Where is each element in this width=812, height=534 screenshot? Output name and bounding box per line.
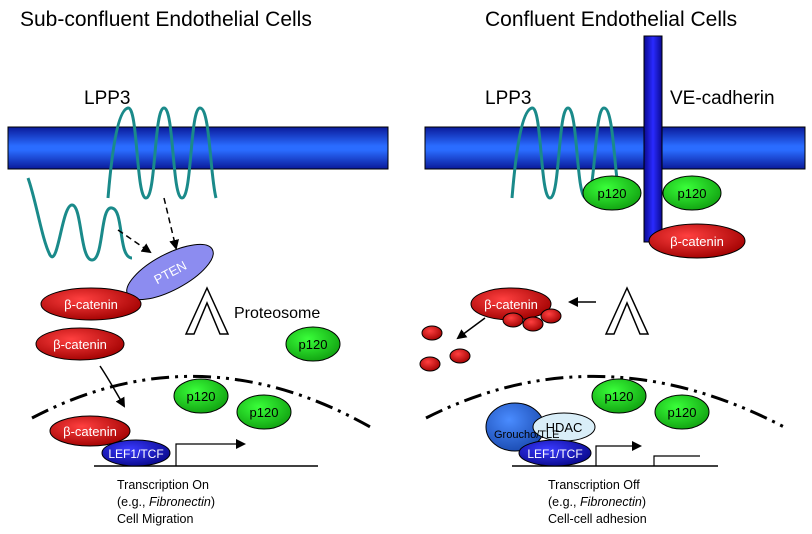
degradation-fragment — [449, 348, 471, 364]
left-beta-catenin-nuclear-label: β-catenin — [63, 424, 117, 439]
left-caption-line1: Transcription On — [117, 478, 209, 492]
left-beta-catenin-1 — [40, 287, 142, 321]
right-p120-nuclear-2 — [654, 394, 710, 430]
degradation-fragment — [421, 325, 443, 341]
left-beta-catenin-1-label: β-catenin — [64, 297, 118, 312]
right-p120-nuclear-1-label: p120 — [605, 389, 634, 404]
right-caption-line1: Transcription Off — [548, 478, 640, 492]
groucho-tle-label: Groucho/TLE — [494, 429, 559, 441]
right-caption-line3: Cell-cell adhesion — [548, 512, 647, 526]
left-beta-catenin-nuclear — [49, 415, 131, 447]
right-panel: Confluent Endothelial Cells LPP3 VE-cadh… — [419, 8, 806, 526]
right-lpp3-label: LPP3 — [485, 88, 531, 109]
right-p120-membrane-2-label: p120 — [678, 186, 707, 201]
right-caption-line2: (e.g., Fibronectin) — [548, 495, 646, 509]
right-p120-membrane-2 — [662, 175, 722, 211]
left-pten: PTEN — [126, 243, 214, 301]
left-nuclear-envelope — [31, 374, 373, 430]
right-lef1-tcf-label: LEF1/TCF — [527, 447, 582, 461]
left-caption-line3: Cell Migration — [117, 512, 193, 526]
right-promoter-arrow — [595, 441, 642, 466]
left-lef1-tcf — [101, 439, 171, 467]
left-proteosome-icon — [184, 286, 230, 335]
right-p120-membrane-1-label: p120 — [598, 186, 627, 201]
left-panel: Sub-confluent Endothelial Cells LPP3 PTE… — [7, 8, 389, 526]
right-p120-membrane-1 — [582, 175, 642, 211]
degradation-fragment — [419, 356, 441, 372]
left-plasma-membrane — [7, 126, 389, 170]
right-arrow-fragmentation — [456, 317, 486, 340]
left-p120-nuclear-2 — [236, 394, 292, 430]
left-beta-catenin-2-label: β-catenin — [53, 337, 107, 352]
left-p120-nuclear-1-label: p120 — [187, 389, 216, 404]
right-panel-title: Confluent Endothelial Cells — [485, 8, 737, 31]
right-beta-catenin-membrane-label: β-catenin — [670, 234, 724, 249]
left-dashed-arrow-internalized-pten — [117, 229, 152, 254]
ve-cadherin-label: VE-cadherin — [670, 88, 775, 109]
right-lpp3-coil — [510, 106, 622, 200]
left-arrow-nuclear-import — [99, 365, 125, 408]
left-lpp3-label: LPP3 — [84, 88, 130, 109]
left-caption-line2: (e.g., Fibronectin) — [117, 495, 215, 509]
right-proteosome-icon — [604, 286, 650, 335]
right-lef1-tcf — [518, 439, 592, 467]
left-p120-nuclear-2-label: p120 — [250, 405, 279, 420]
ve-cadherin-bar — [643, 35, 663, 243]
left-panel-title: Sub-confluent Endothelial Cells — [20, 8, 312, 31]
left-lpp3-coil-internalized — [26, 177, 133, 262]
degradation-fragment — [540, 308, 562, 324]
left-lpp3-coil-membrane — [106, 106, 218, 200]
right-p120-nuclear-2-label: p120 — [668, 405, 697, 420]
left-promoter-arrow — [175, 439, 246, 466]
right-blocked-transcription — [653, 455, 700, 466]
degradation-fragment — [502, 312, 524, 328]
right-p120-nuclear-1 — [591, 378, 647, 414]
left-proteosome-label: Proteosome — [234, 305, 320, 322]
left-lef1-tcf-label: LEF1/TCF — [108, 447, 163, 461]
left-beta-catenin-2 — [35, 327, 125, 361]
degradation-fragment — [522, 316, 544, 332]
left-dashed-arrow-lpp3-pten — [163, 197, 179, 250]
right-nuclear-envelope — [425, 374, 787, 430]
left-p120-cytoplasm — [285, 326, 341, 362]
right-beta-catenin-membrane — [648, 223, 746, 259]
left-p120-cytoplasm-label: p120 — [299, 337, 328, 352]
left-p120-nuclear-1 — [173, 378, 229, 414]
hdac-label: HDAC — [546, 420, 583, 435]
right-beta-catenin-degraded-label: β-catenin — [484, 297, 538, 312]
